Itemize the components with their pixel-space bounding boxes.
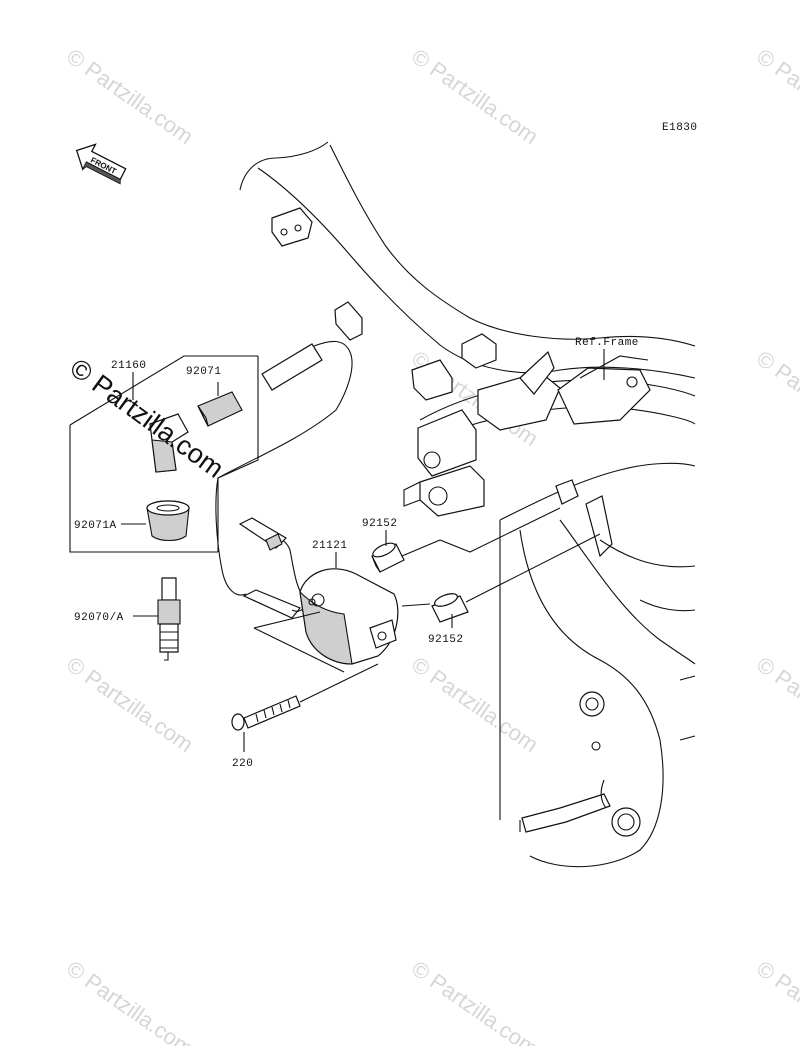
- watermark-repeat: © Partzilla.com: [407, 44, 543, 150]
- boot-92071A: [146, 500, 190, 542]
- label-220: 220: [232, 758, 253, 770]
- ignition-coil-21121: [215, 477, 399, 673]
- watermark-repeat: © Partzilla.com: [407, 956, 543, 1046]
- watermark-repeat: © Partzilla.com: [62, 44, 198, 150]
- label-92071A: 92071A: [74, 520, 117, 532]
- label-92152-upper: 92152: [362, 518, 398, 530]
- bolt-220: [231, 663, 379, 731]
- part-labels: 21160 92071 92071A 92070/A 21121 92152 9…: [74, 360, 464, 770]
- cap-92071: [197, 340, 353, 479]
- front-arrow-icon: FRONT: [75, 143, 127, 185]
- label-92152-lower: 92152: [428, 634, 464, 646]
- label-21121: 21121: [312, 540, 348, 552]
- ref-frame-label: Ref.Frame: [575, 337, 639, 349]
- plug-cap-21160: [149, 413, 189, 473]
- diagram-code: E1830: [662, 122, 698, 134]
- watermark-repeat: © Partzilla.com: [752, 346, 800, 452]
- callout-bracket: [69, 355, 259, 553]
- leader-lines: [121, 372, 453, 752]
- label-92071: 92071: [186, 366, 222, 378]
- label-21160: 21160: [111, 360, 147, 372]
- watermark-repeat: © Partzilla.com: [752, 44, 800, 150]
- collar-92152-lower: [401, 533, 601, 623]
- watermark-repeat: © Partzilla.com: [752, 956, 800, 1046]
- watermark-repeat: © Partzilla.com: [752, 652, 800, 758]
- collar-92152-upper: [371, 507, 561, 573]
- watermark-repeat: © Partzilla.com: [62, 956, 198, 1046]
- watermark-repeat: © Partzilla.com: [407, 652, 543, 758]
- watermark-grid: © Partzilla.com © Partzilla.com © Partzi…: [62, 44, 800, 1051]
- spark-plug-92070A: [157, 577, 181, 661]
- frame-drawing: Ref.Frame: [239, 141, 696, 868]
- watermark-repeat: © Partzilla.com: [62, 652, 198, 758]
- label-92070A: 92070/A: [74, 612, 124, 624]
